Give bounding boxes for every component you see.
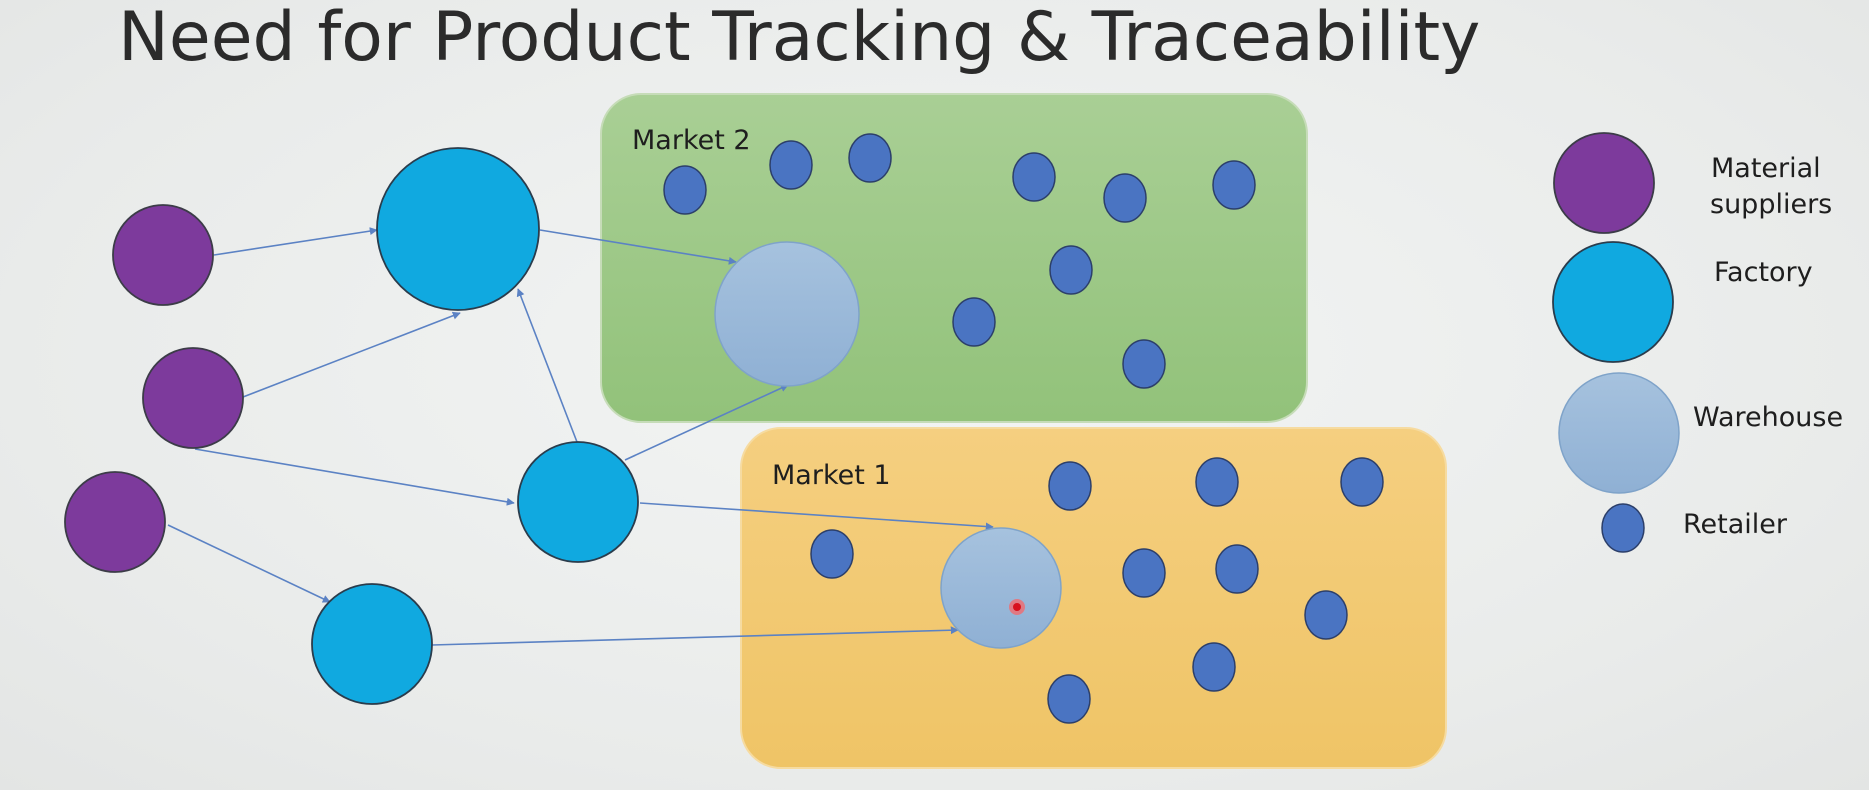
warehouse-node-market-2	[714, 241, 860, 387]
retailer-node	[1192, 642, 1236, 692]
material-supplier-node	[142, 347, 244, 449]
retailer-node	[769, 140, 813, 190]
material-supplier-node	[112, 204, 214, 306]
arrow-factory-2-to-warehouse-1	[639, 502, 994, 531]
legend-factory-icon	[1552, 241, 1674, 363]
retailer-node	[1212, 160, 1256, 210]
arrow-factory-2-to-warehouse-2	[624, 384, 789, 461]
retailer-node	[1012, 152, 1056, 202]
retailer-node	[1215, 544, 1259, 594]
slide-title: Need for Product Tracking & Traceability	[118, 0, 1481, 77]
arrow-supplier-2-to-factory-1	[242, 311, 461, 398]
factory-node	[311, 583, 433, 705]
legend-retailer-icon	[1601, 503, 1645, 553]
material-supplier-node	[64, 471, 166, 573]
arrow-supplier-1-to-factory-1	[213, 227, 378, 256]
factories	[311, 147, 639, 705]
factory-node	[376, 147, 540, 311]
market-1-retailers	[810, 457, 1384, 724]
retailer-node	[1122, 548, 1166, 598]
warehouses	[714, 241, 1062, 649]
legend-retailer-label: Retailer	[1683, 509, 1788, 540]
arrow-factory-1-to-warehouse-2	[539, 229, 737, 265]
retailer-node	[1049, 245, 1093, 295]
retailer-node	[1340, 457, 1384, 507]
material-suppliers	[64, 204, 244, 573]
retailer-node	[1103, 173, 1147, 223]
retailer-node	[848, 133, 892, 183]
market-1-label: Market 1	[772, 460, 891, 491]
arrow-supplier-3-to-factory-3	[167, 524, 331, 603]
warehouse-node-market-1	[940, 527, 1062, 649]
factory-node	[517, 441, 639, 563]
retailer-node	[663, 165, 707, 215]
legend-material-suppliers-label: Material suppliers	[1710, 153, 1832, 220]
laser-pointer-icon	[1009, 599, 1025, 615]
retailer-node	[1304, 590, 1348, 640]
legend-factory-label: Factory	[1714, 257, 1813, 288]
arrow-factory-3-to-warehouse-1	[431, 626, 959, 646]
arrow-factory-2-to-factory-1	[516, 288, 578, 443]
retailer-node	[1047, 674, 1091, 724]
legend-material-suppliers-icon	[1553, 132, 1655, 234]
retailer-node	[1195, 457, 1239, 507]
retailer-node	[1122, 339, 1166, 389]
retailer-node	[810, 529, 854, 579]
legend: Material suppliers Factory Warehouse Ret…	[1552, 132, 1843, 553]
retailer-node	[952, 297, 996, 347]
retailer-node	[1048, 461, 1092, 511]
connection-arrows	[167, 227, 994, 646]
legend-warehouse-label: Warehouse	[1693, 402, 1843, 433]
market-2-label: Market 2	[632, 125, 751, 156]
legend-warehouse-icon	[1558, 372, 1680, 494]
market-2-retailers	[663, 133, 1256, 389]
arrow-supplier-2-to-factory-2	[194, 448, 515, 506]
market-1-region	[740, 427, 1447, 769]
